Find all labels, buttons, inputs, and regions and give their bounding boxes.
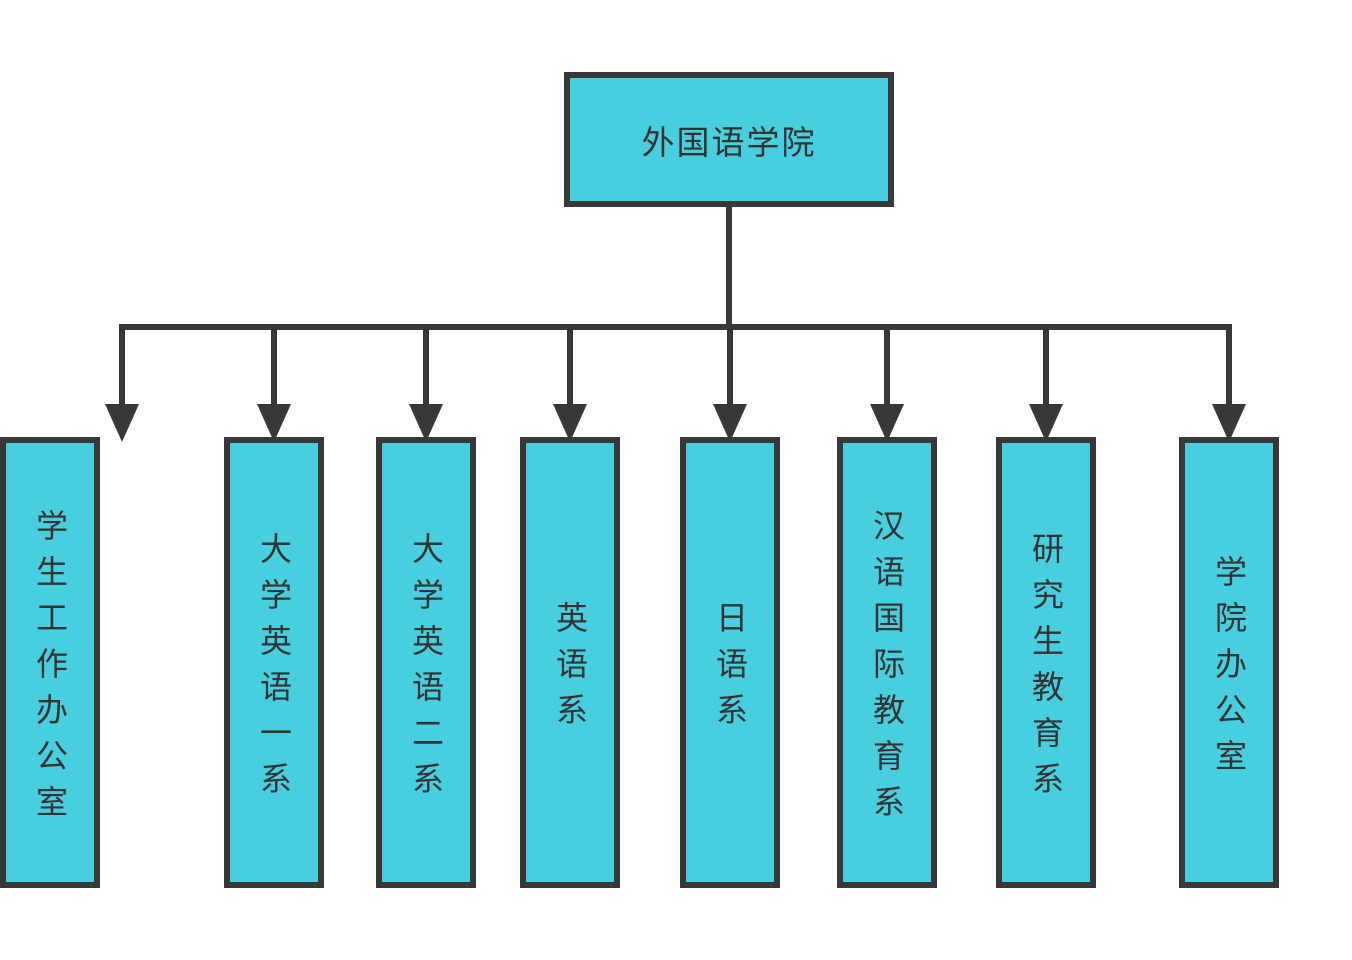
node-child-label: 大学英语二系 xyxy=(408,531,444,808)
node-root-label: 外国语学院 xyxy=(641,123,817,161)
arrowhead-icon xyxy=(105,404,139,442)
node-child-label: 英语系 xyxy=(552,600,588,739)
node-child-6: 研究生教育系 xyxy=(996,437,1096,888)
node-child-label: 大学英语一系 xyxy=(256,531,292,808)
node-child-8: 学生工作办公室 xyxy=(0,437,100,888)
node-child-label: 学院办公室 xyxy=(1211,554,1247,785)
node-child-label: 学生工作办公室 xyxy=(32,508,68,831)
node-child-label: 汉语国际教育系 xyxy=(869,508,905,831)
node-child-label: 研究生教育系 xyxy=(1028,531,1064,808)
node-child-1: 大学英语一系 xyxy=(224,437,324,888)
node-child-2: 大学英语二系 xyxy=(376,437,476,888)
tree-edges xyxy=(119,204,1232,408)
node-child-7: 学院办公室 xyxy=(1179,437,1279,888)
node-child-4: 日语系 xyxy=(680,437,780,888)
node-child-5: 汉语国际教育系 xyxy=(837,437,937,888)
node-child-label: 日语系 xyxy=(712,600,748,739)
node-child-3: 英语系 xyxy=(520,437,620,888)
node-root: 外国语学院 xyxy=(564,72,894,207)
